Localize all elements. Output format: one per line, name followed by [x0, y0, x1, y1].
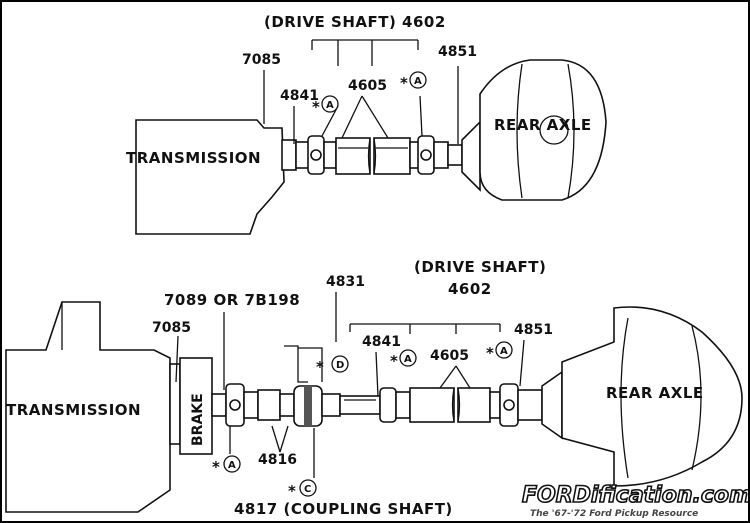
bottom-callout-a2: A [500, 346, 508, 357]
top-rear-u-joint [409, 135, 463, 175]
bottom-callout-d: D [336, 360, 344, 371]
bottom-callout-a1-circle [399, 349, 417, 367]
bottom-brake-label: BRAKE [190, 393, 206, 446]
top-rear-axle [461, 59, 607, 201]
bottom-rear-axle-label: REAR AXLE [606, 384, 704, 402]
bottom-star-marker-a3: * [212, 458, 220, 476]
top-part-7085: 7085 [242, 52, 281, 68]
top-callout-a-circle [321, 95, 339, 113]
bottom-front-u-joint [211, 383, 281, 427]
top-front-u-joint [295, 135, 337, 175]
bottom-part-4831: 4831 [326, 274, 365, 290]
top-leader-lines [263, 66, 459, 144]
bottom-callout-c-circle [299, 479, 317, 497]
bottom-part-7089-or-7b198: 7089 OR 7B198 [164, 291, 300, 309]
bottom-part-4851: 4851 [514, 322, 553, 338]
bottom-slip-joint [339, 395, 381, 415]
bottom-drive-shaft-number: 4602 [448, 280, 492, 298]
bottom-callout-a3-circle [223, 455, 241, 473]
bottom-rear-u-joint [489, 383, 543, 427]
bottom-rear-axle [541, 306, 743, 487]
bottom-callout-c: C [304, 484, 311, 495]
top-transmission-extension [281, 139, 297, 171]
bottom-support-bracket [284, 345, 308, 383]
bottom-leader-lines [175, 292, 525, 478]
bottom-callout-d-circle [331, 355, 349, 373]
bottom-driveline: TRANSMISSION BRAKE [5, 258, 743, 518]
bottom-callout-a2-circle [495, 341, 513, 359]
bottom-part-4605: 4605 [430, 348, 469, 364]
watermark-brand: FORDification.com [522, 483, 748, 508]
bottom-drive-shaft-bracket [349, 323, 501, 334]
bottom-star-marker-a1: * [390, 352, 398, 370]
top-callout-a-2: A [414, 76, 422, 87]
bottom-transmission-label: TRANSMISSION [6, 401, 141, 419]
bottom-coupling-shaft-label: 4817 (COUPLING SHAFT) [234, 500, 453, 518]
bottom-part-4816: 4816 [258, 452, 297, 468]
bottom-center-bearing [304, 386, 312, 426]
bottom-part-4841: 4841 [362, 334, 401, 350]
top-drive-shaft-label: (DRIVE SHAFT) 4602 [264, 13, 446, 31]
top-drive-shaft-tube [335, 137, 411, 175]
bottom-star-marker-c: * [288, 482, 296, 500]
bottom-star-marker-a2: * [486, 344, 494, 362]
watermark-tagline: The '67-'72 Ford Pickup Resource [530, 509, 698, 519]
top-star-marker: * [312, 98, 320, 116]
bottom-drive-shaft-label: (DRIVE SHAFT) [414, 258, 546, 276]
bottom-transmission-flange [169, 363, 181, 445]
top-part-4851: 4851 [438, 44, 477, 60]
top-driveline: TRANSMISSION [126, 13, 607, 235]
bottom-callout-a3: A [228, 460, 236, 471]
bottom-star-marker-d: * [316, 358, 324, 376]
bottom-brake-drum [179, 357, 213, 455]
bottom-drive-shaft-tube [409, 387, 491, 423]
top-transmission-label: TRANSMISSION [126, 149, 261, 167]
top-rear-axle-label: REAR AXLE [494, 116, 592, 134]
top-drive-shaft-bracket [311, 39, 419, 66]
top-transmission-case [135, 119, 285, 235]
top-part-4605: 4605 [348, 78, 387, 94]
top-part-4841: 4841 [280, 88, 319, 104]
bottom-coupling-shaft [279, 385, 341, 427]
bottom-part-7085: 7085 [152, 320, 191, 336]
bottom-callout-a1: A [404, 354, 412, 365]
top-callout-a-circle-2 [409, 71, 427, 89]
top-callout-a: A [326, 100, 334, 111]
watermark: FORDification.com The '67-'72 Ford Picku… [521, 482, 748, 519]
bottom-transmission-case [5, 301, 171, 513]
top-star-marker-2: * [400, 74, 408, 92]
bottom-mid-u-joint [379, 387, 411, 423]
